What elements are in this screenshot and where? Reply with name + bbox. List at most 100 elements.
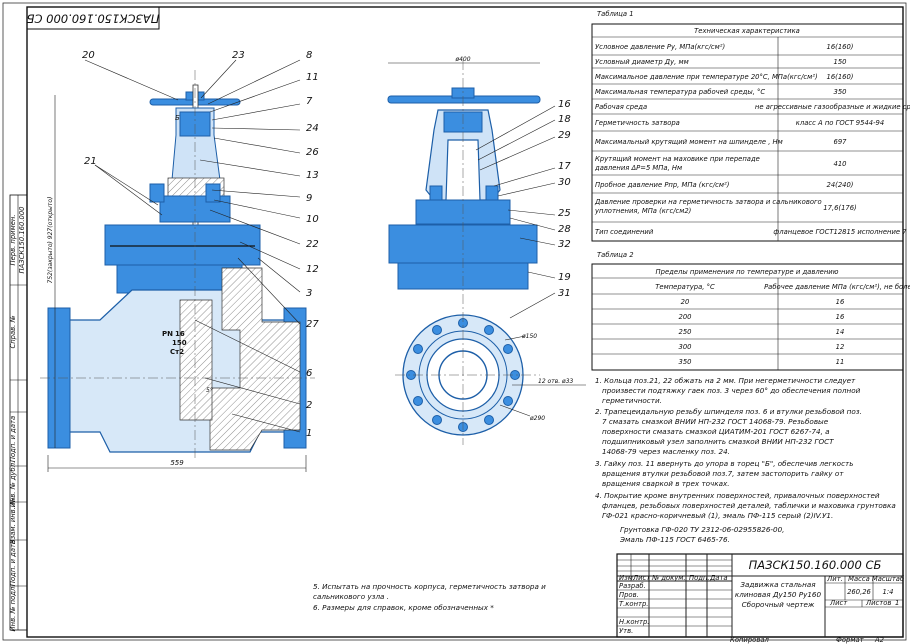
table2-col2: Рабочее давление МПа (кгс/см²), не более xyxy=(764,283,910,291)
label-26: 26 xyxy=(306,147,319,158)
label-7: 7 xyxy=(306,96,313,107)
body-flange-nuts xyxy=(116,264,243,294)
tb-row-utv: Утв. xyxy=(619,627,633,635)
tb-row-razrab: Разраб. xyxy=(619,582,646,590)
left-stamp-strip: Перв. примен. ПАЗСК150.160.000 Справ. № … xyxy=(9,194,28,631)
t1-param-3: Максимальная температура рабочей среды, … xyxy=(595,88,765,96)
label-28: 28 xyxy=(558,224,571,235)
tb-row-tkontr: Т.контр. xyxy=(619,600,648,608)
side-leaders: 16 18 29 17 30 25 28 32 19 31 xyxy=(475,99,571,319)
tb-lit-label: Лит. xyxy=(826,575,843,583)
label-21: 21 xyxy=(84,156,97,167)
label-31: 31 xyxy=(558,288,571,299)
label-2: 2 xyxy=(306,400,312,411)
t1-value-8: 24(240) xyxy=(827,181,854,189)
label-8: 8 xyxy=(306,50,312,61)
note-line-7: 14068-79 через масленку поз. 24. xyxy=(602,447,730,456)
dim-bolt-circle-leader xyxy=(499,404,531,417)
wedge-section xyxy=(179,299,213,421)
t2-press-4: 11 xyxy=(836,358,845,366)
t2-press-1: 16 xyxy=(836,313,845,321)
label-18: 18 xyxy=(558,114,571,125)
t2-temp-0: 20 xyxy=(681,298,690,306)
t1-param-1: Условный диаметр Ду, мм xyxy=(595,58,689,66)
t2-temp-2: 250 xyxy=(679,328,692,336)
note-bottom-0: 5. Испытать на прочность корпуса, гермет… xyxy=(313,582,546,591)
tb-col-list: Лист xyxy=(632,574,651,582)
t1-value-7: 410 xyxy=(834,160,847,168)
label-17: 17 xyxy=(558,161,571,172)
title-name-1: Задвижка стальная xyxy=(740,580,816,589)
note-bottom-2: 6. Размеры для справок, кроме обозначенн… xyxy=(313,603,494,612)
t1-value-1: 150 xyxy=(834,58,847,66)
t1-value-10: фланцевое ГОСТ12815 исполнение 7 xyxy=(773,228,907,236)
material-mark: Ст2 xyxy=(170,348,184,356)
label-19: 19 xyxy=(558,272,571,283)
stamp-field-2: Справ. № xyxy=(9,315,17,348)
top-designation-box: ПАЗСК150.160.000 СБ xyxy=(26,6,160,30)
stamp-field-0: Перв. примен. xyxy=(9,214,17,265)
top-designation: ПАЗСК150.160.000 СБ xyxy=(26,12,159,26)
tb-sheets-label: Листов xyxy=(865,599,891,607)
dim-wheel: ø400 xyxy=(454,56,470,63)
note-line-12: фланцев, резьбовых поверхностей деталей,… xyxy=(602,501,896,510)
t1-param-5: Герметичность затвора xyxy=(595,119,680,127)
stamp-field-5: Взам. инв. № xyxy=(9,498,17,544)
flange-bolt-holes xyxy=(406,318,520,432)
table1-caption: Таблица 1 xyxy=(597,10,634,18)
technical-notes: 1. Кольца поз.21, 22 обжать на 2 мм. При… xyxy=(313,376,896,612)
bonnet-bolt-right xyxy=(205,183,221,203)
angle-mark: 5° xyxy=(206,387,213,394)
table2-header: Пределы применения по температуре и давл… xyxy=(656,268,839,276)
body-section-hatch xyxy=(209,267,301,451)
note-line-2: герметичности. xyxy=(602,396,662,405)
t2-press-3: 12 xyxy=(836,343,845,351)
note-line-5: поверхности смазать смазкой ЦИАТИМ-201 Г… xyxy=(602,427,830,436)
label-10: 10 xyxy=(306,214,319,225)
tb-col-doc: № докум. xyxy=(651,574,686,582)
t1-param-10: Тип соединений xyxy=(595,228,654,236)
tb-col-izm: Изм. xyxy=(619,574,635,582)
label-1: 1 xyxy=(306,428,312,439)
pn-value: 16 xyxy=(175,330,185,338)
title-block: ПАЗСК150.160.000 СБ Задвижка стальная кл… xyxy=(616,553,904,638)
title-name-3: Сборочный чертеж xyxy=(742,600,815,609)
format-label: Формат xyxy=(836,636,865,644)
note-line-3: 2. Трапецеидальную резьбу шпинделя поз. … xyxy=(595,407,862,416)
label-12: 12 xyxy=(306,264,319,275)
tb-mass: 260,26 xyxy=(847,588,871,596)
t1-value-0: 16(160) xyxy=(827,43,854,51)
note-line-4: 7 смазать смазкой ВНИИ НП-232 ГОСТ 14068… xyxy=(602,417,829,426)
note-line-1: произвести подтяжку гаек поз. 3 через 60… xyxy=(602,386,861,395)
label-24: 24 xyxy=(306,123,319,134)
table2-caption: Таблица 2 xyxy=(597,251,634,259)
t1-param-4: Рабочая среда xyxy=(595,103,647,111)
tb-sheet-label: Лист xyxy=(829,599,848,607)
dim-bolt-circle: ø290 xyxy=(529,415,545,422)
dim-inner-leader xyxy=(504,335,526,341)
front-section-view: PN 16 150 Ст2 Б 5° 559 752(закрыто) 927(… xyxy=(40,70,315,472)
tb-sheets: 1 xyxy=(895,599,899,607)
t1-param-7: Крутящий момент на маховике при перепаде… xyxy=(594,155,760,172)
t1-value-3: 350 xyxy=(834,88,847,96)
tb-col-sign: Подп. xyxy=(689,574,710,582)
t1-param-6: Максимальный крутящий момент на шпинделе… xyxy=(595,138,783,146)
stamp-field-1: ПАЗСК150.160.000 xyxy=(18,207,26,274)
t1-value-2: 16(160) xyxy=(827,73,854,81)
note-line-8: 3. Гайку поз. 11 ввернуть до упора в тор… xyxy=(595,459,853,468)
format-value: А2 xyxy=(874,636,884,644)
tb-row-nkontr: Н.контр. xyxy=(619,618,649,626)
t2-temp-1: 200 xyxy=(679,313,692,321)
t1-value-9: 17,6(176) xyxy=(823,204,856,212)
t2-press-0: 16 xyxy=(836,298,845,306)
note-line-14: Грунтовка ГФ-020 ТУ 2312-06-02955826-00, xyxy=(620,525,784,534)
dn-value: 150 xyxy=(172,339,187,347)
t2-temp-3: 300 xyxy=(679,343,692,351)
note-line-13: ГФ-021 красно-коричневый (1), эмаль ПФ-1… xyxy=(602,511,833,520)
t1-value-5: класс А по ГОСТ 9544-94 xyxy=(796,119,884,127)
stamp-field-4: Инв. № дубл. xyxy=(9,461,17,508)
tb-mass-label: Масса xyxy=(848,575,870,583)
label-11: 11 xyxy=(306,72,319,83)
front-leaders: 20 23 8 11 7 24 26 13 21 5 9 10 22 12 3 … xyxy=(82,50,319,439)
